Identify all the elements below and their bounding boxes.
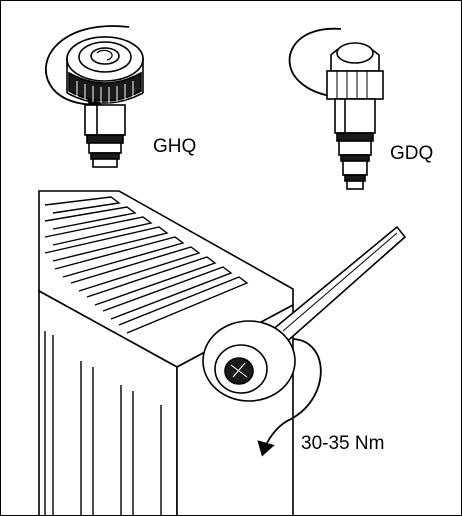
ghq-valve-insert <box>45 25 144 168</box>
torque-label: 30-35 Nm <box>301 433 385 454</box>
torque-wrench <box>202 225 407 457</box>
gdq-label: GDQ <box>390 143 434 164</box>
ghq-label: GHQ <box>153 136 197 157</box>
rotation-arrow-icon <box>257 338 322 457</box>
rotation-arrow-icon <box>45 25 130 114</box>
gdq-valve-insert <box>288 27 384 190</box>
